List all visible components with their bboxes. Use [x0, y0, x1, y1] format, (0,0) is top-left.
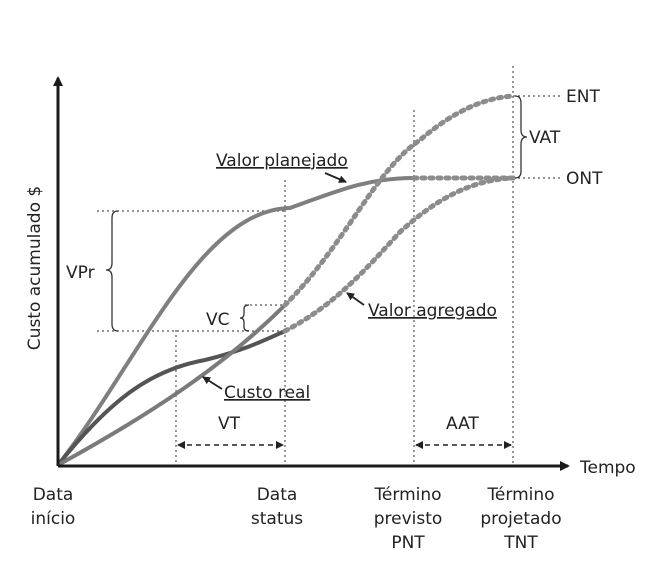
planned-value-curve	[56, 176, 415, 467]
svg-text:Término: Término	[486, 485, 554, 505]
vat-brace	[514, 95, 528, 179]
vc-brace	[239, 304, 250, 332]
earned-label-pointer	[346, 292, 365, 306]
actual-cost-curve	[56, 329, 286, 467]
x-axis-label: Tempo	[579, 458, 636, 478]
vc-label: VC	[206, 310, 230, 330]
svg-text:previsto: previsto	[374, 509, 443, 529]
svg-text:status: status	[251, 509, 303, 529]
svg-text:Data: Data	[33, 485, 74, 505]
planned-label-pointer	[324, 172, 347, 183]
planned-value-label: Valor planejado	[216, 151, 348, 171]
actual-cost-label: Custo real	[224, 383, 310, 403]
svg-text:projetado: projetado	[480, 509, 561, 529]
svg-text:Término: Término	[373, 485, 441, 505]
y-axis-label: Custo acumulado $	[25, 186, 45, 350]
vat-label: VAT	[529, 128, 561, 148]
ent-label: ENT	[566, 87, 600, 107]
actual-label-pointer	[202, 376, 223, 390]
planned-end-label: Término previsto PNT	[373, 485, 442, 553]
vpr-label: VPr	[66, 263, 95, 283]
svg-text:TNT: TNT	[503, 533, 538, 553]
actual-cost-projection	[282, 175, 516, 334]
svg-text:Data: Data	[257, 485, 298, 505]
vt-label: VT	[218, 414, 241, 434]
projected-end-label: Término projetado TNT	[480, 485, 561, 553]
earned-value-projection	[282, 93, 516, 308]
earned-value-label: Valor agregado	[368, 301, 497, 321]
ont-label: ONT	[566, 169, 603, 189]
status-date-label: Data status	[251, 485, 303, 529]
svg-text:início: início	[31, 509, 76, 529]
vpr-brace	[105, 210, 119, 332]
aat-label: AAT	[446, 414, 479, 434]
svg-text:PNT: PNT	[391, 533, 425, 553]
start-date-label: Data início	[31, 485, 76, 529]
earned-value-curve	[57, 303, 287, 467]
